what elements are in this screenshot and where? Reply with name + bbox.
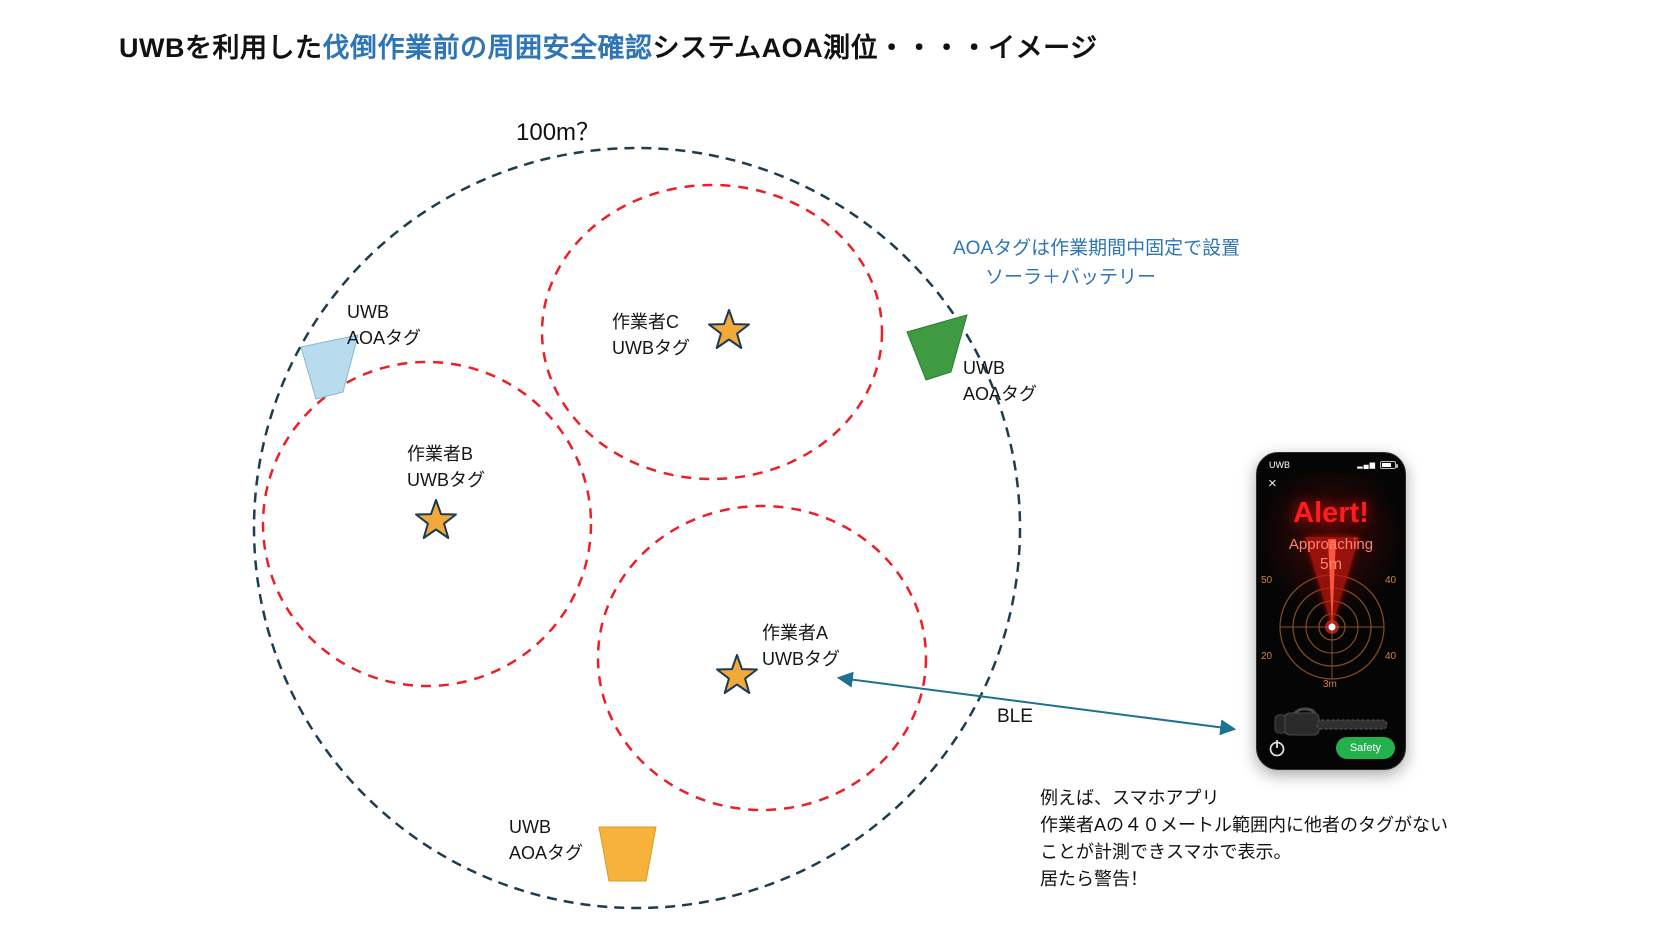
radar-label-bottom-left: 20 (1261, 651, 1273, 662)
worker-b-label: 作業者B UWBタグ (407, 441, 485, 493)
aoa-tag-right-label: UWB AOAタグ (963, 355, 1037, 407)
power-icon (1269, 740, 1285, 757)
worker-a-star-icon (716, 654, 758, 694)
range-label: 100m？ (516, 119, 601, 146)
alert-subtitle: Approaching (1288, 536, 1374, 553)
aoa-tag-shape-right (906, 314, 968, 381)
ble-arrow (836, 671, 1237, 736)
caption-line4: 居たら警告！ (1040, 869, 1148, 889)
phone-statusbar: UWB ▂▄▆ (1269, 460, 1398, 470)
note-line2: ソーラ＋バッテリー (985, 267, 1157, 288)
signal-icon: ▂▄▆ (1357, 462, 1376, 469)
worker-c-tag: UWBタグ (612, 338, 690, 358)
radar-display: 50 40 20 40 3m (1261, 537, 1397, 690)
worker-c-star-icon (708, 309, 750, 349)
worker-a-tag: UWBタグ (762, 649, 840, 669)
close-icon: × (1268, 475, 1277, 492)
worker-c-label: 作業者C UWBタグ (612, 309, 690, 361)
worker-b-name: 作業者B (407, 444, 474, 464)
radar-beam-needle (1328, 539, 1336, 627)
outer-range-circle-100m (252, 146, 1022, 910)
worker-b-star-icon (415, 499, 457, 539)
aoa-bottom-line1: UWB (509, 817, 551, 837)
carrier-label: UWB (1269, 460, 1290, 470)
aoa-tag-left-label: UWB AOAタグ (347, 299, 421, 351)
ble-label: BLE (997, 706, 1033, 727)
danger-zone-circle-worker-c (540, 183, 884, 481)
alert-distance: 5m (1319, 556, 1343, 573)
radar-label-top-right: 40 (1385, 575, 1397, 586)
radar-label-bottom-center: 3m (1323, 679, 1337, 690)
aoa-left-line2: AOAタグ (347, 328, 422, 348)
radar-label-top-left: 50 (1261, 575, 1273, 586)
title-part1: UWBを利用した (119, 33, 323, 63)
aoa-installation-note: AOAタグは作業期間中固定で設置 ソーラ＋バッテリー (953, 234, 1240, 292)
danger-zone-circle-worker-a (596, 504, 928, 812)
chainsaw-icon (1274, 707, 1388, 736)
danger-zone-circle-worker-b (261, 360, 593, 688)
note-line1: AOAタグは作業期間中固定で設置 (953, 238, 1241, 259)
aoa-left-line1: UWB (347, 302, 389, 322)
aoa-right-line1: UWB (963, 358, 1005, 378)
status-icons: ▂▄▆ (1357, 461, 1398, 469)
caption-line2: 作業者Aの４０メートル範囲内に他者のタグがない (1040, 815, 1449, 835)
worker-b-tag: UWBタグ (407, 470, 485, 490)
aoa-tag-shape-bottom (598, 826, 657, 882)
example-caption: 例えば、スマホアプリ 作業者Aの４０メートル範囲内に他者のタグがない ことが計測… (1040, 785, 1448, 893)
title-part2-accent: 伐倒作業前の周囲安全確認 (322, 33, 653, 63)
aoa-tag-bottom-label: UWB AOAタグ (509, 814, 583, 866)
title-part3: システムAOA測位・・・・イメージ (652, 33, 1098, 63)
aoa-bottom-line2: AOAタグ (509, 843, 584, 863)
caption-line1: 例えば、スマホアプリ (1040, 788, 1220, 808)
aoa-right-line2: AOAタグ (963, 384, 1038, 404)
phone-footer: Safety (1257, 737, 1405, 759)
battery-icon (1380, 461, 1398, 469)
aoa-tag-shape-left (300, 334, 359, 400)
smartphone-mockup: 50 40 20 40 3m UWB ▂▄▆ × Alert! Approach… (1256, 452, 1406, 770)
worker-a-label: 作業者A UWBタグ (762, 620, 840, 672)
worker-a-name: 作業者A (762, 623, 829, 643)
radar-label-bottom-right: 40 (1385, 651, 1397, 662)
radar-center-dot (1328, 623, 1336, 631)
alert-title: Alert! (1293, 497, 1369, 529)
safety-button: Safety (1335, 737, 1395, 759)
worker-c-name: 作業者C (612, 312, 679, 332)
page-title: UWBを利用した伐倒作業前の周囲安全確認システムAOA測位・・・・イメージ (119, 26, 1098, 65)
caption-line3: ことが計測できスマホで表示。 (1040, 842, 1292, 862)
